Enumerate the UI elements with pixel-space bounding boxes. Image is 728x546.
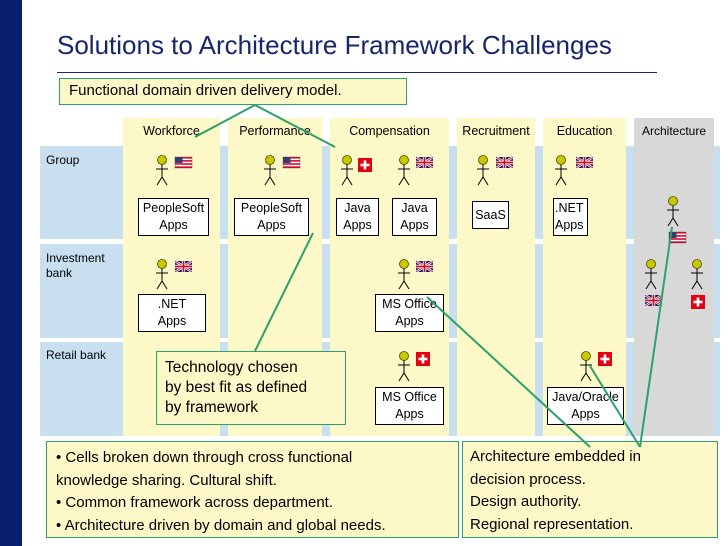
app-box-compensation-group-2: Java Apps — [392, 198, 437, 236]
app-box-line: Apps — [571, 407, 600, 421]
callout-line: decision process. — [470, 470, 586, 488]
bullet-line: knowledge sharing. Cultural shift. — [56, 471, 277, 489]
bullet-line: • Cells broken down through cross functi… — [56, 449, 353, 466]
row-label-group: Group — [46, 153, 80, 167]
connector-line — [194, 104, 256, 138]
app-box-line: Apps — [400, 218, 429, 232]
app-box-line: MS Office — [382, 297, 437, 311]
column-education — [543, 118, 626, 436]
app-box-workforce-group: PeopleSoft Apps — [138, 198, 209, 236]
connector-line — [254, 104, 336, 148]
connector-line — [589, 365, 641, 448]
bullet-line: • Architecture driven by domain and glob… — [56, 516, 386, 534]
row-label-investment: Investment bank — [46, 251, 105, 281]
app-box-recruitment-group: SaaS — [472, 201, 509, 229]
app-box-line: PeopleSoft — [240, 201, 303, 215]
app-box-education-group: .NET Apps — [553, 198, 588, 236]
row-label-retail: Retail bank — [46, 348, 107, 362]
app-box-line: Apps — [257, 218, 286, 232]
column-header-recruitment: Recruitment — [462, 124, 530, 138]
app-box-compensation-investment: MS Office Apps — [375, 294, 444, 332]
column-header-compensation: Compensation — [349, 124, 430, 138]
connector-line — [254, 232, 314, 352]
slide-title: Solutions to Architecture Framework Chal… — [57, 30, 612, 60]
app-box-workforce-investment: .NET Apps — [138, 294, 206, 332]
app-box-education-retail: Java/Oracle Apps — [547, 387, 624, 425]
app-box-performance-group: PeopleSoft Apps — [234, 198, 309, 236]
app-box-compensation-retail: MS Office Apps — [375, 387, 444, 425]
row-label-investment-line1: Investment — [46, 251, 105, 265]
app-box-line: Apps — [395, 407, 424, 421]
app-box-line: .NET — [555, 201, 584, 215]
slide-side-bar — [0, 0, 22, 546]
app-box-compensation-group-1: Java Apps — [336, 198, 379, 236]
callout-line: Design authority. — [470, 493, 582, 510]
column-header-architecture: Architecture — [641, 124, 707, 138]
callout-line: Regional representation. — [470, 515, 634, 533]
column-compensation — [330, 118, 449, 436]
app-box-line: Java/Oracle — [552, 390, 619, 404]
title-divider — [57, 72, 657, 73]
app-box-line: SaaS — [475, 208, 506, 222]
connector-line — [426, 296, 591, 448]
column-architecture — [634, 118, 714, 436]
callout-functional-domain: Functional domain driven delivery model. — [59, 78, 407, 105]
callout-line: by best fit as defined — [165, 379, 308, 396]
row-label-investment-line2: bank — [46, 266, 73, 280]
connector-line — [639, 226, 673, 448]
callout-line: Technology chosen — [165, 359, 298, 376]
column-header-education: Education — [556, 124, 613, 138]
bullet-line: • Common framework across department. — [56, 494, 334, 511]
callout-architecture: Architecture embedded in decision proces… — [462, 441, 718, 538]
callout-technology: Technology chosen by best fit as defined… — [156, 351, 346, 425]
app-box-line: PeopleSoft — [142, 201, 205, 215]
app-box-line: Apps — [157, 314, 187, 328]
column-header-workforce: Workforce — [143, 124, 200, 138]
callout-line: Architecture embedded in — [470, 448, 641, 465]
app-box-line: Apps — [395, 314, 424, 328]
app-box-line: Java — [401, 201, 428, 215]
callout-line: by framework — [165, 399, 259, 416]
app-box-line: Apps — [343, 218, 372, 232]
app-box-line: Java — [344, 201, 371, 215]
app-box-line: Apps — [159, 218, 188, 232]
app-box-line: MS Office — [382, 390, 437, 404]
app-box-line: Apps — [555, 218, 584, 232]
column-header-performance: Performance — [239, 124, 311, 138]
callout-bullet-list: • Cells broken down through cross functi… — [46, 441, 459, 538]
app-box-line: .NET — [157, 297, 187, 311]
column-recruitment — [457, 118, 535, 436]
